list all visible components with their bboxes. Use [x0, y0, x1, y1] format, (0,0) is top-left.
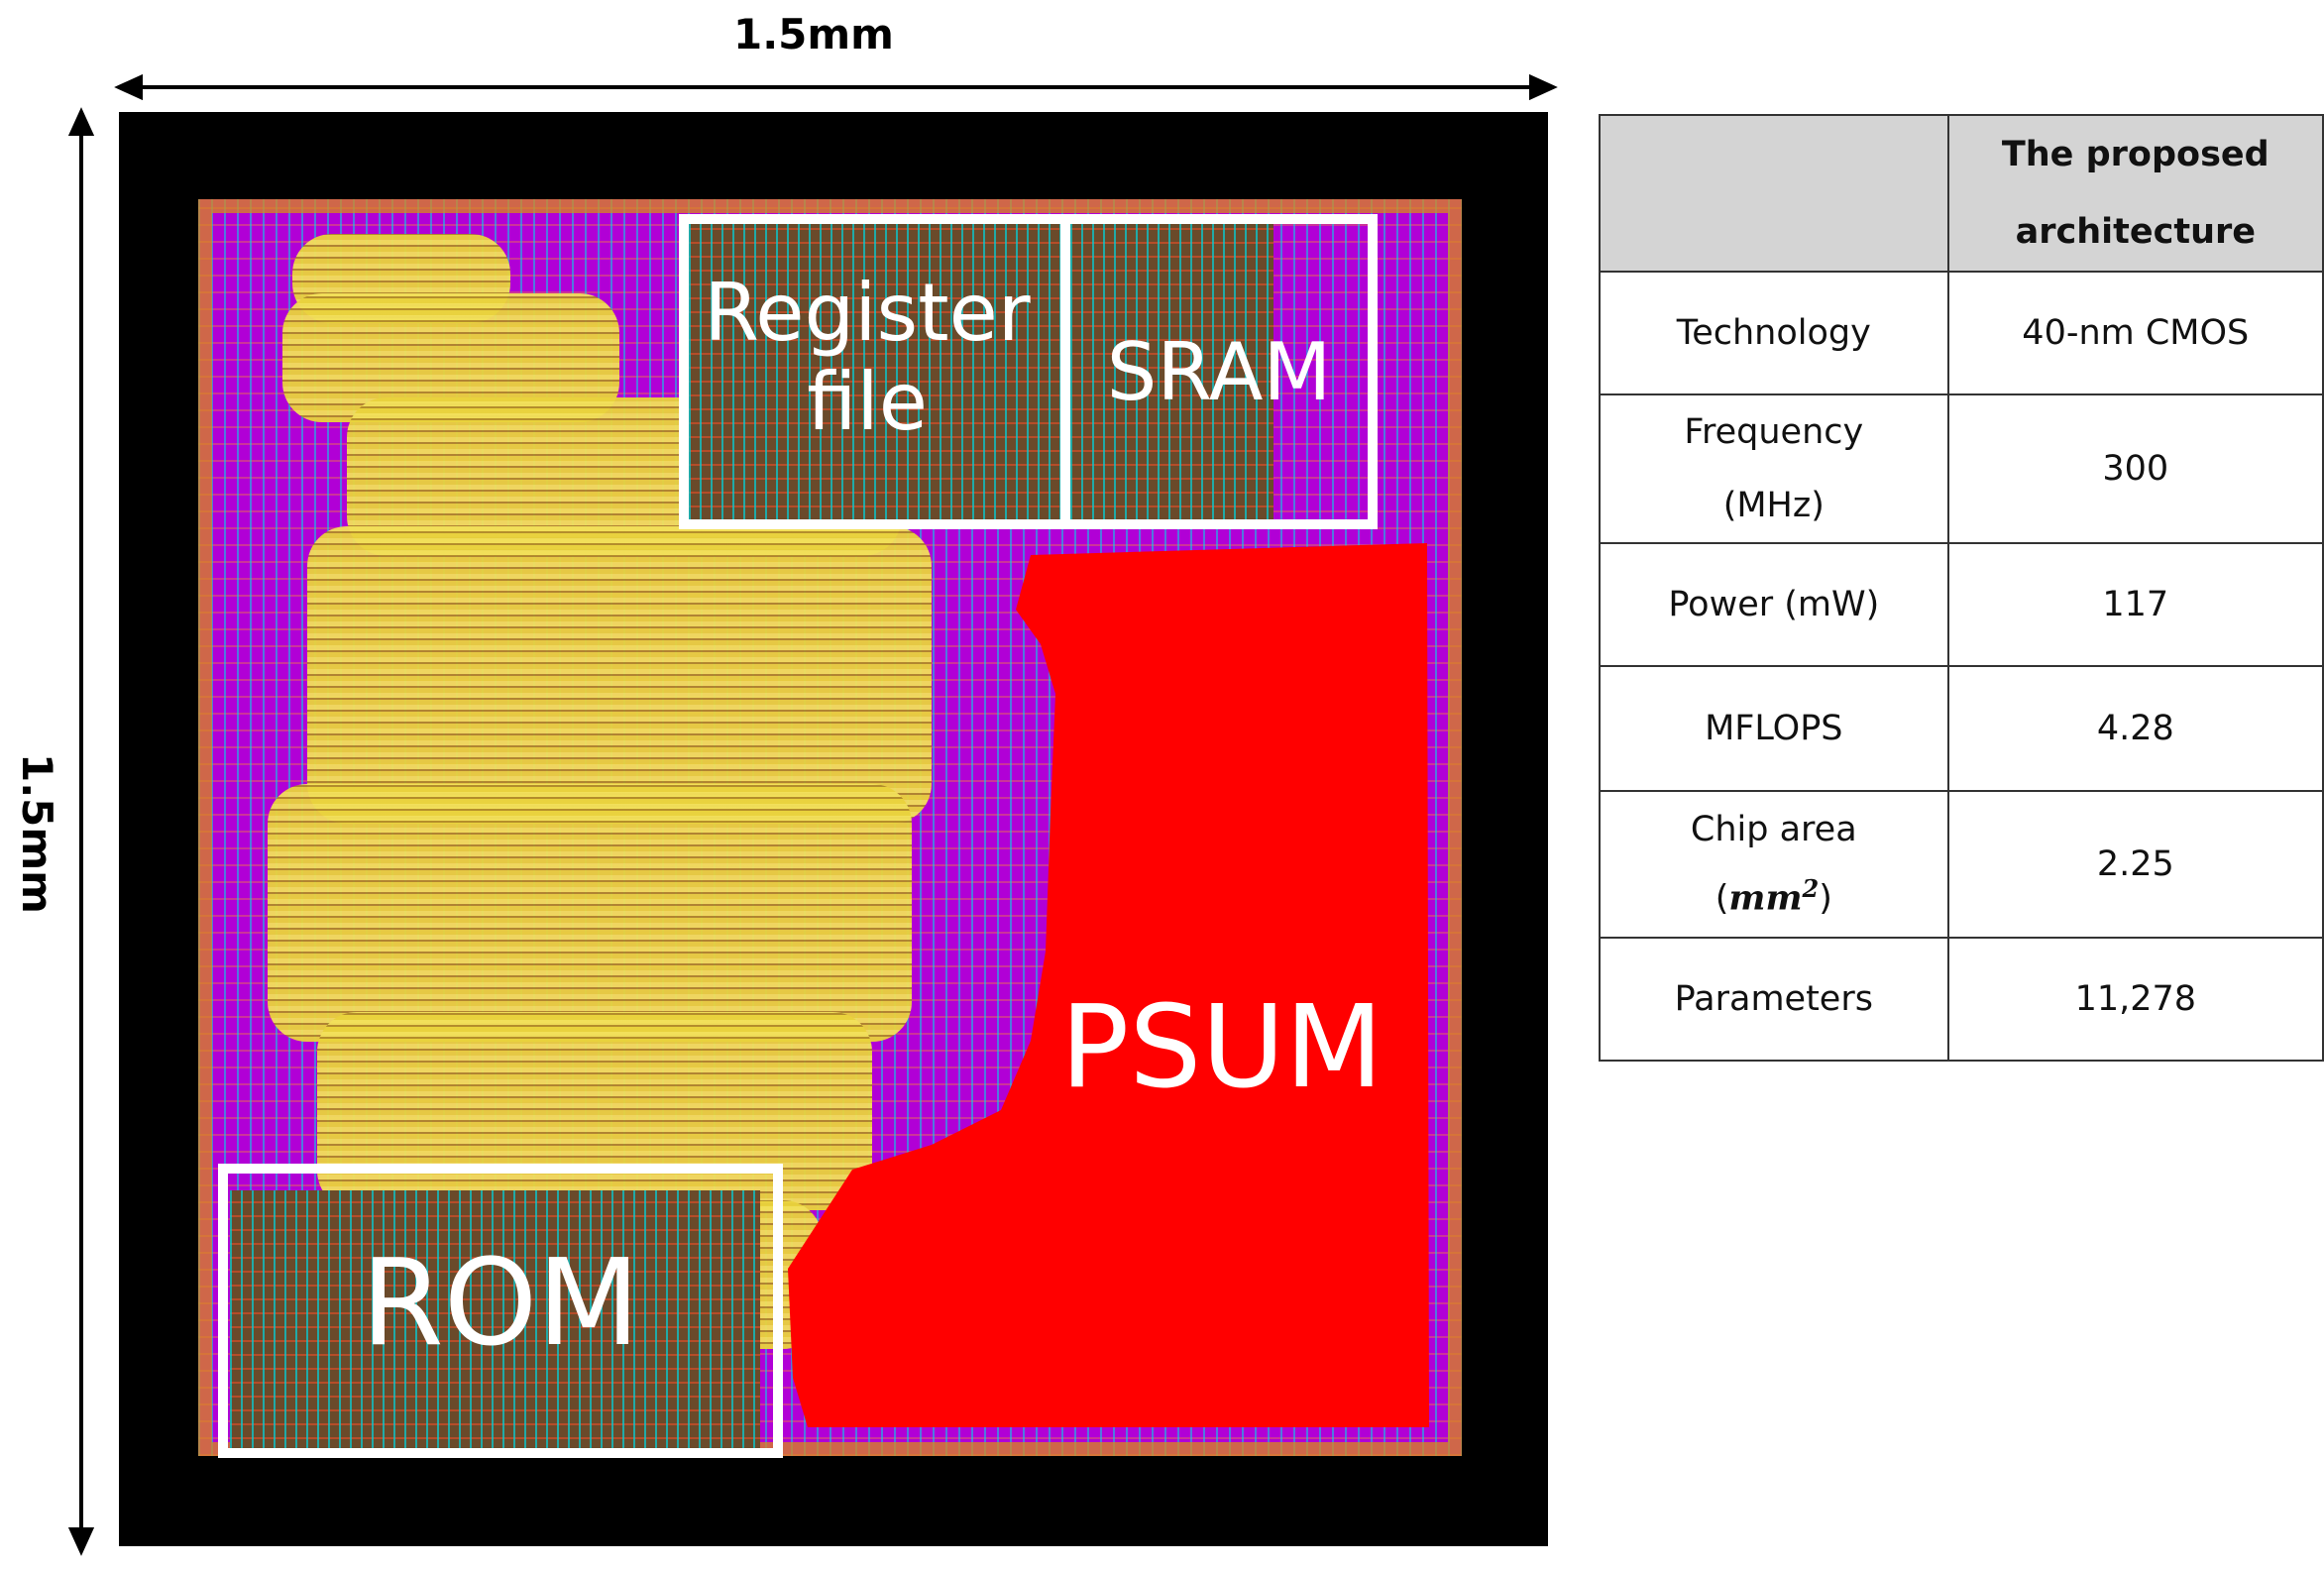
row-value: 300 — [1946, 393, 2324, 544]
row-label-main: Chip area — [1690, 810, 1857, 850]
width-dimension-label: 1.5mm — [733, 10, 894, 58]
register-file-label-line1: Register — [704, 267, 1031, 359]
spec-table-header: The proposed architecture — [1946, 114, 2324, 273]
table-row: MFLOPS 4.28 — [1599, 665, 2324, 792]
row-label: Frequency (MHz) — [1599, 393, 1949, 544]
unit-exponent: 2 — [1802, 874, 1820, 904]
sram-box — [1060, 214, 1378, 529]
height-arrow-head-top — [67, 107, 95, 136]
width-arrow-head-left — [114, 73, 143, 101]
register-file-label-line2: file — [807, 356, 928, 448]
row-label: MFLOPS — [1599, 665, 1949, 792]
psum-label: PSUM — [1060, 981, 1383, 1114]
row-value: 11,278 — [1946, 937, 2324, 1062]
standard-cell-region — [268, 784, 912, 1042]
row-value: 117 — [1946, 542, 2324, 667]
rom-label: ROM — [361, 1235, 640, 1373]
register-file-label: Register file — [684, 274, 1051, 442]
register-file-macro — [689, 224, 1273, 521]
rom-box — [218, 1164, 783, 1458]
height-arrow-head-bottom — [67, 1527, 95, 1556]
table-row: Chip area (mm2) 2.25 — [1599, 790, 2324, 939]
standard-cell-region — [307, 526, 932, 824]
table-row: Parameters 11,278 — [1599, 937, 2324, 1062]
table-row: Frequency (MHz) 300 — [1599, 393, 2324, 544]
row-label: Parameters — [1599, 937, 1949, 1062]
row-label-unit: (mm2) — [1715, 874, 1832, 919]
spec-table-header-blank — [1599, 114, 1949, 273]
row-value: 4.28 — [1946, 665, 2324, 792]
unit-mm: mm — [1728, 877, 1803, 919]
table-row: Technology 40-nm CMOS — [1599, 271, 2324, 395]
row-value: 2.25 — [1946, 790, 2324, 939]
row-label-chip-area: Chip area (mm2) — [1599, 790, 1949, 939]
spec-table-header-row: The proposed architecture — [1599, 114, 2324, 273]
table-row: Power (mW) 117 — [1599, 542, 2324, 667]
row-label: Technology — [1599, 271, 1949, 395]
psum-shape — [788, 543, 1429, 1427]
row-value: 40-nm CMOS — [1946, 271, 2324, 395]
row-label: Power (mW) — [1599, 542, 1949, 667]
sram-label: SRAM — [1106, 326, 1332, 418]
width-arrow-head-right — [1529, 73, 1558, 101]
spec-table: The proposed architecture Technology 40-… — [1599, 114, 2324, 1062]
rom-macro — [230, 1190, 760, 1453]
